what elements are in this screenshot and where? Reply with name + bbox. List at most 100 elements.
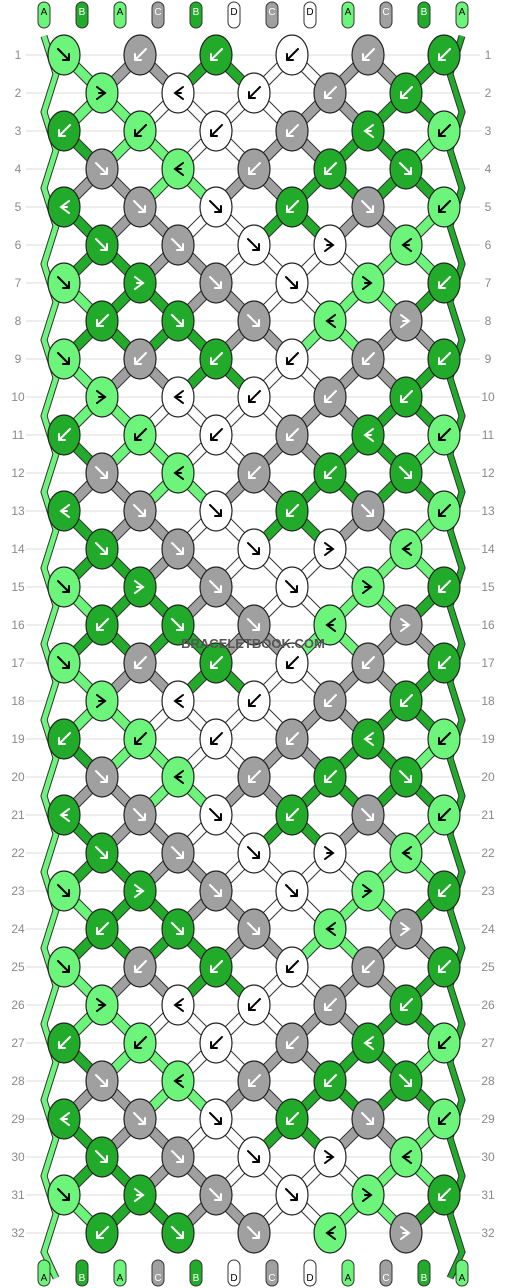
- knot: [47, 262, 81, 304]
- row-number: 18: [11, 694, 25, 708]
- knot-arrow-icon: [438, 808, 451, 821]
- knot: [389, 680, 423, 722]
- knot-arrow-icon: [96, 314, 109, 327]
- knot: [85, 756, 119, 798]
- knot-arrow-icon: [57, 884, 70, 897]
- knot: [275, 1098, 309, 1140]
- row-number: 21: [11, 808, 25, 822]
- row-number: 5: [485, 200, 492, 214]
- row-number: 24: [11, 922, 25, 936]
- row-number: 2: [15, 86, 22, 100]
- knot: [351, 566, 385, 608]
- knot-arrow-icon: [248, 694, 261, 707]
- knot-arrow-icon: [209, 1188, 222, 1201]
- top-string-letter: A: [117, 7, 124, 18]
- row-number: 2: [485, 86, 492, 100]
- knot-arrow-icon: [134, 580, 145, 594]
- knot-arrow-icon: [209, 276, 222, 289]
- knot-arrow-icon: [400, 998, 413, 1011]
- knot-arrow-icon: [57, 656, 70, 669]
- bottom-string-tab: [37, 1259, 51, 1287]
- knot: [123, 718, 157, 760]
- knot-arrow-icon: [286, 124, 299, 137]
- knot-arrow-icon: [95, 162, 108, 175]
- knot-arrow-icon: [324, 238, 335, 252]
- row-number: 11: [12, 428, 25, 442]
- knot: [313, 452, 347, 494]
- knot: [275, 34, 309, 76]
- knot: [199, 566, 233, 608]
- knot-arrow-icon: [399, 162, 412, 175]
- knot-arrow-icon: [59, 808, 70, 822]
- knot: [123, 338, 157, 380]
- row-number: 29: [11, 1112, 25, 1126]
- knot: [47, 34, 81, 76]
- knot: [123, 794, 157, 836]
- knot-arrow-icon: [171, 542, 184, 555]
- knot: [351, 794, 385, 836]
- knot: [85, 604, 119, 646]
- top-string-letter: A: [41, 7, 48, 18]
- knot-arrow-icon: [134, 884, 145, 898]
- knot: [313, 528, 347, 570]
- knot: [427, 110, 461, 152]
- knot: [161, 528, 195, 570]
- knot-arrow-icon: [285, 276, 298, 289]
- bottom-string-tab: [113, 1259, 127, 1287]
- knot: [199, 338, 233, 380]
- bottom-string-letter: D: [306, 1273, 313, 1284]
- knot: [85, 528, 119, 570]
- knot-arrow-icon: [324, 466, 337, 479]
- knot: [237, 604, 271, 646]
- knot-arrow-icon: [438, 48, 451, 61]
- knot-arrow-icon: [95, 770, 108, 783]
- knot: [123, 186, 157, 228]
- row-number: 17: [481, 656, 495, 670]
- knot-arrow-icon: [399, 1074, 412, 1087]
- row-number: 32: [11, 1226, 25, 1240]
- knot-arrow-icon: [248, 86, 261, 99]
- knot-arrow-icon: [285, 1188, 298, 1201]
- knot-arrow-icon: [248, 390, 261, 403]
- row-number: 4: [485, 162, 492, 176]
- knot-arrow-icon: [401, 1150, 412, 1164]
- knot-arrow-icon: [210, 1036, 223, 1049]
- knot: [85, 148, 119, 190]
- row-number: 30: [11, 1150, 25, 1164]
- row-number: 25: [11, 960, 25, 974]
- top-string-letter: B: [79, 7, 86, 18]
- knot-arrow-icon: [286, 1036, 299, 1049]
- knot-arrow-icon: [247, 618, 260, 631]
- bottom-string-tab: [227, 1259, 241, 1287]
- knot: [199, 642, 233, 684]
- knot: [275, 642, 309, 684]
- knot: [275, 1174, 309, 1216]
- bottom-string-letter: B: [421, 1273, 428, 1284]
- knot: [389, 148, 423, 190]
- row-number: 17: [11, 656, 25, 670]
- knot-arrow-icon: [361, 200, 374, 213]
- knot-arrow-icon: [57, 960, 70, 973]
- knot: [351, 946, 385, 988]
- knot-arrow-icon: [438, 200, 451, 213]
- bottom-string-tab: [417, 1259, 431, 1287]
- row-number: 14: [11, 542, 25, 556]
- knot: [237, 1060, 271, 1102]
- knot: [389, 756, 423, 798]
- knot-arrow-icon: [361, 1112, 374, 1125]
- row-number: 19: [481, 732, 495, 746]
- knot: [351, 718, 385, 760]
- bottom-string-tab: [265, 1259, 279, 1287]
- knot: [351, 490, 385, 532]
- row-number: 21: [481, 808, 495, 822]
- knot-arrow-icon: [248, 466, 261, 479]
- knot: [47, 186, 81, 228]
- knot-arrow-icon: [324, 542, 335, 556]
- bottom-string-tab: [341, 1259, 355, 1287]
- row-number: 14: [481, 542, 495, 556]
- knot-arrow-icon: [210, 124, 223, 137]
- knot-arrow-icon: [171, 846, 184, 859]
- knot: [237, 1212, 271, 1254]
- knot: [161, 756, 195, 798]
- knot: [199, 34, 233, 76]
